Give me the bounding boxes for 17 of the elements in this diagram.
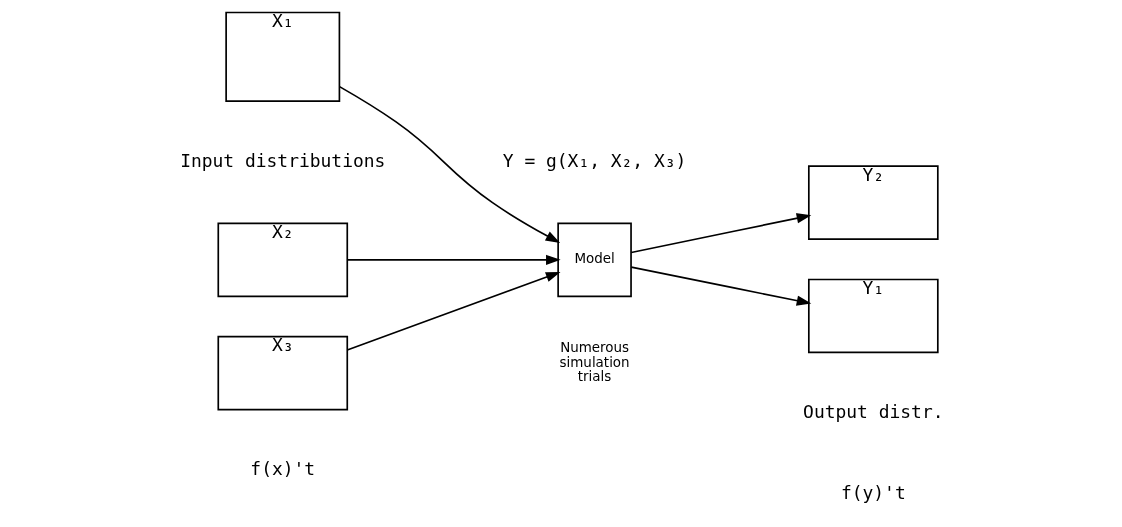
arrow (629, 213, 811, 254)
node-box: Model (556, 222, 632, 298)
label: Input distributions (179, 149, 385, 171)
node-box: Y₁ (807, 278, 939, 354)
node-box: Y₂ (807, 165, 939, 240)
node-box: X₃ (216, 335, 348, 411)
node-label: Numerous simulation trials (559, 339, 630, 385)
node-box: X₁ (224, 11, 340, 102)
label: Output distr. (802, 400, 944, 422)
arrow (338, 85, 560, 243)
label: f(x)'t (249, 457, 315, 479)
node-box: X₂ (216, 222, 348, 298)
arrow (345, 254, 561, 265)
arrow (345, 271, 560, 351)
label: f(y)'t (840, 481, 906, 503)
arrow (629, 266, 811, 306)
label: Y = g(X₁, X₂, X₃) (502, 149, 686, 171)
